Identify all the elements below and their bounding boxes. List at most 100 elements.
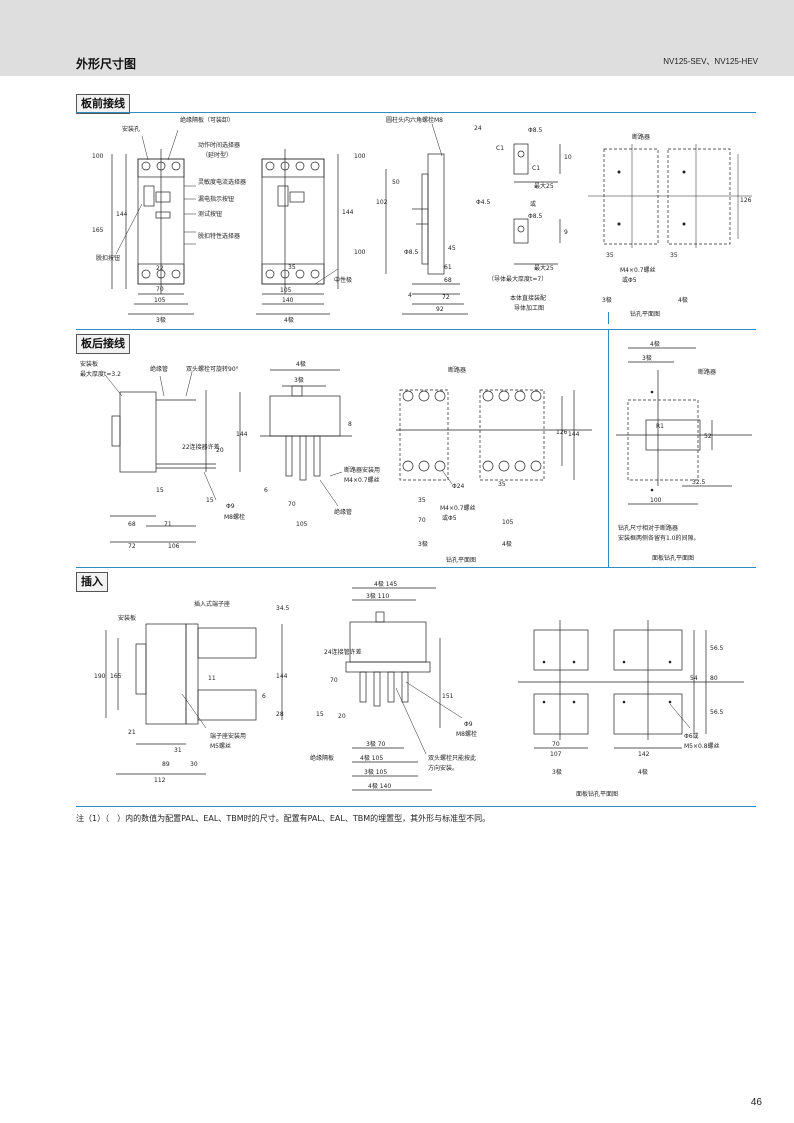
dim-70-drill: 70	[418, 517, 426, 524]
dim-phi45: Φ4.5	[476, 199, 490, 206]
plugin-side-drawing: 安装板 插入式端子座 34.5 190 165 144 11 6 28 21 端…	[76, 594, 306, 794]
dim-107: 107	[550, 751, 562, 758]
dim-54: 54	[690, 675, 698, 682]
dim-92: 92	[436, 306, 444, 313]
label-panel-drill-plan: 面板钻孔平面图	[652, 554, 694, 562]
dim-89: 89	[162, 761, 170, 768]
dim-106: 106	[168, 543, 180, 550]
label-max-thickness: （导体最大厚度t=7）	[488, 275, 547, 283]
dim-105: 105	[154, 297, 166, 304]
dim-72-rear: 72	[128, 543, 136, 550]
dim-max25-b: 最大25	[534, 264, 554, 272]
rear-drill-drawing: 断路器 126 144 Φ24 35 35 M4×0.7螺丝 或Φ5 70 10…	[396, 360, 596, 566]
dim-68-rear: 68	[128, 521, 136, 528]
label-time-selector: 动作时间选择器	[198, 141, 240, 149]
label-phi6: Φ6或	[684, 732, 699, 740]
front-4pole-drawing: 100 144 100 35 105 140 中性极 4极	[250, 114, 370, 329]
dim-21: 21	[128, 729, 136, 736]
dim-phi85: Φ8.5	[404, 249, 418, 256]
label-drill-3pole: 3极	[602, 296, 612, 304]
dim-70-plugin: 70	[330, 677, 338, 684]
dim-72: 72	[442, 294, 450, 301]
dim-56-5-a: 56.5	[710, 645, 724, 652]
label-sensitivity: 灵敏度电流选择器	[198, 178, 246, 186]
section-rule-2	[76, 329, 756, 330]
dim-11: 11	[208, 675, 216, 682]
dim-20-rear: 20	[216, 447, 224, 454]
dim-144-plugin: 144	[276, 673, 288, 680]
label-breaker-rear: 断路器	[448, 366, 466, 374]
dim-165-plugin: 165	[110, 673, 122, 680]
dim-6-plugin: 6	[262, 693, 266, 700]
section-title-rear: 板后接线	[76, 334, 130, 354]
dim-100-4p-b: 100	[354, 249, 366, 256]
label-drill-note: 钻孔尺寸相对于断路器	[618, 524, 678, 532]
section-rule-3	[76, 567, 756, 568]
label-m8-bolt: M8螺栓	[224, 513, 245, 521]
label-3pole-drill-rear: 3极	[418, 540, 428, 548]
label-breaker-mount: 断路器安装用	[344, 466, 380, 474]
label-stud-rotate: 双头螺栓可旋转90°	[186, 365, 239, 373]
dim-165: 165	[92, 227, 104, 234]
dim-70: 70	[156, 286, 164, 293]
dim-35-drill-b: 35	[670, 252, 678, 259]
label-panel-drill-plugin: 面板钻孔平面图	[576, 790, 618, 798]
label-conductor: 导体加工图	[514, 304, 544, 312]
dim-56-5-b: 56.5	[710, 709, 724, 716]
label-max-thickness-rear: 最大厚度t=3.2	[80, 370, 121, 378]
label-m8-plugin: M8螺栓	[456, 730, 477, 738]
label-stud-note: 双头螺栓只能按此	[428, 754, 476, 762]
dim-190: 190	[94, 673, 106, 680]
section-title-plugin: 插入	[76, 572, 108, 592]
dim-80: 80	[710, 675, 718, 682]
header-band	[0, 0, 794, 76]
label-insulation-tube: 绝缘管	[150, 365, 168, 373]
dim-105-drill: 105	[502, 519, 514, 526]
label-spacing: 22连接器许差	[182, 443, 220, 451]
label-3pole-rear: 3极	[294, 376, 304, 384]
dim-144-rear: 144	[236, 431, 248, 438]
footnote: 注（1）（ ）内的数值为配置PAL、EAL、TBM时的尺寸。配置有PAL、EAL…	[76, 814, 491, 823]
dim-4p-105: 4极 105	[360, 754, 383, 762]
dim-34-5: 34.5	[276, 605, 290, 612]
dim-52: 52	[704, 433, 712, 440]
dim-4p-145: 4极 145	[374, 580, 397, 588]
dim-15-plugin: 15	[316, 711, 324, 718]
plugin-front-drawing: 4极 145 3极 110 24连接管许差 70 151 15 20 Φ9 M8…	[306, 578, 506, 798]
label-m4-rear: M4×0.7螺丝	[440, 504, 476, 512]
model-label: NV125-SEV、NV125-HEV	[663, 57, 758, 66]
dim-32-5: 32.5	[692, 479, 706, 486]
dim-102: 102	[376, 199, 388, 206]
dim-3p-105: 3极 105	[364, 768, 387, 776]
label-m4-screw: M4×0.7螺丝	[620, 266, 656, 274]
dim-35-drill-a: 35	[606, 252, 614, 259]
label-3pole-panel: 3极	[642, 354, 652, 362]
dim-105-rear: 105	[296, 521, 308, 528]
label-r1: R1	[656, 423, 664, 430]
dim-126-drill: 126	[740, 197, 752, 204]
dim-phi85-b: Φ8.5	[528, 213, 542, 220]
dim-30: 30	[190, 761, 198, 768]
dim-15-rear: 15	[156, 487, 164, 494]
dim-100-panel: 100	[650, 497, 662, 504]
label-breaker-panel: 断路器	[698, 368, 716, 376]
dim-24: 24	[474, 125, 482, 132]
front-drill-plan-drawing: 断路器 126 35 35 M4×0.7螺丝 或Φ5 3极 4极 钻孔平面图	[584, 114, 756, 324]
dim-151: 151	[442, 693, 454, 700]
dim-140: 140	[282, 297, 294, 304]
dim-9: 9	[564, 229, 568, 236]
dim-50: 50	[392, 179, 400, 186]
label-leak-indicator: 漏电指示按钮	[198, 195, 234, 203]
dim-4p-140: 4极 140	[368, 782, 391, 790]
label-time-selector-sub: （延时型）	[202, 151, 232, 159]
rear-divider	[608, 329, 609, 567]
dim-4: 4	[408, 292, 412, 299]
dim-28: 28	[276, 711, 284, 718]
dim-142: 142	[638, 751, 650, 758]
label-test-button: 测试按钮	[198, 210, 222, 218]
divider	[608, 312, 609, 324]
label-phi9-plugin: Φ9	[464, 721, 473, 728]
dim-71: 71	[164, 521, 172, 528]
dim-c1-a: C1	[496, 145, 504, 152]
dim-105-4p: 105	[280, 287, 292, 294]
